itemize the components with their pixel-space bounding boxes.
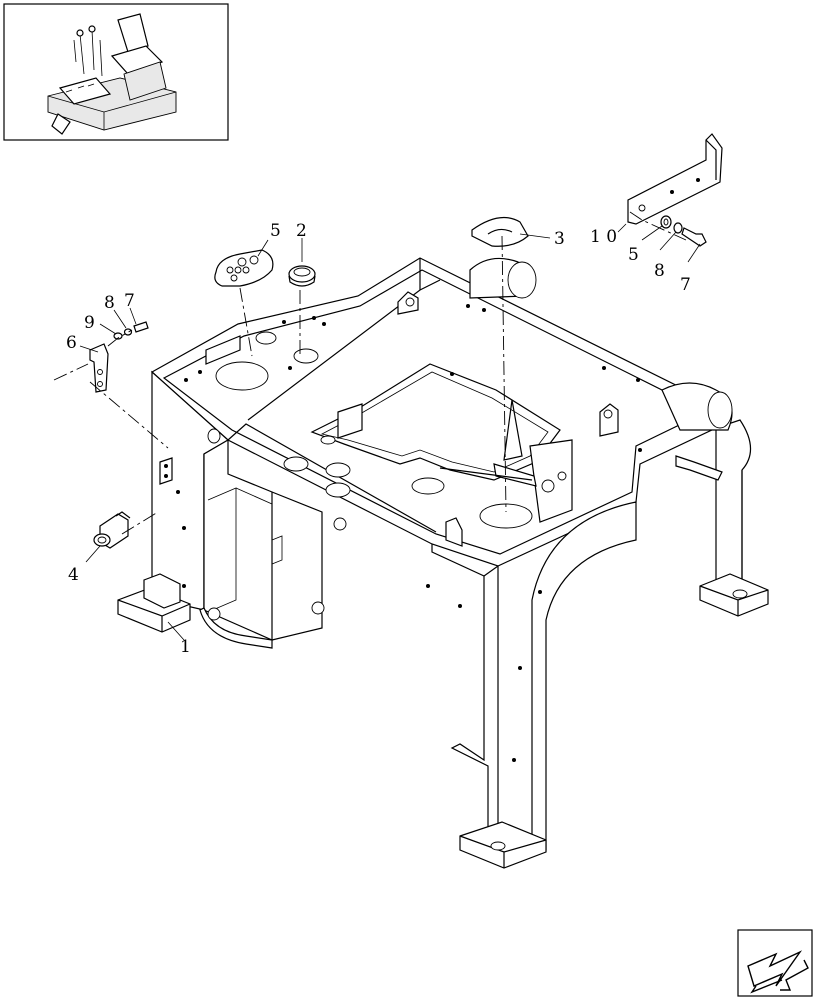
part-5-cover-plate[interactable] [214,249,274,287]
part-8-lock-washer[interactable] [673,222,683,234]
callout-2: 2 [296,221,307,241]
part-10-bracket[interactable] [627,133,723,225]
part-7-screw[interactable] [681,227,707,247]
part-4-switch[interactable] [93,511,131,549]
leader-lines [79,223,701,641]
operator-platform-frame [117,257,769,869]
callout-4: 4 [68,565,79,585]
callout-6: 6 [66,333,77,353]
part-9-washer[interactable] [113,332,123,340]
callout-7-right: 7 [680,275,691,295]
callout-8-right: 8 [654,261,665,281]
part-3-u-clip[interactable] [471,216,529,247]
callout-3: 3 [554,229,565,249]
callout-5-right: 5 [628,245,639,265]
part-2-grommet[interactable] [288,265,316,287]
callout-9: 9 [84,313,95,333]
callout-8-left: 8 [104,293,115,313]
part-6-bracket[interactable] [89,343,109,393]
part-7-bolt[interactable] [133,321,149,333]
assembly-centerlines [53,211,687,535]
part-5-washer[interactable] [660,215,672,229]
machine-overview-icon[interactable] [3,3,229,141]
callout-1: 1 [180,637,191,657]
next-page-arrow-icon[interactable] [737,929,813,997]
callout-5-top: 5 [270,221,281,241]
callout-10: 1 0 [590,227,617,247]
callout-7-left: 7 [124,291,135,311]
part-8-washer[interactable] [123,328,133,336]
